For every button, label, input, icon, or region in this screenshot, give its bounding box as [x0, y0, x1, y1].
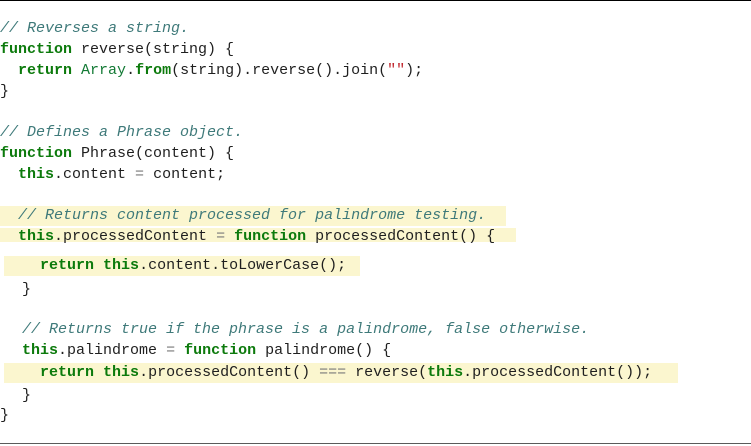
code-operator: =: [166, 342, 176, 359]
code-text: .: [126, 62, 136, 79]
code-text: (string).reverse().join(: [171, 62, 388, 79]
code-keyword: this: [18, 228, 55, 245]
code-comment: // Returns true if the phrase is a palin…: [22, 321, 590, 338]
code-text: [4, 364, 40, 381]
code-text: content;: [144, 166, 226, 183]
code-line: function reverse(string) {: [0, 41, 234, 59]
code-text: [72, 62, 81, 79]
code-keyword: this: [18, 166, 55, 183]
code-text: .content: [54, 166, 136, 183]
code-text: [94, 364, 103, 381]
code-operator: ===: [319, 364, 347, 381]
code-line: this.content = content;: [0, 166, 225, 184]
code-text: [0, 228, 18, 245]
code-text: [225, 228, 234, 245]
top-rule: [0, 0, 751, 1]
code-line: return this.content.toLowerCase();: [4, 257, 346, 275]
code-operator: =: [216, 228, 226, 245]
code-keyword: function: [184, 342, 257, 359]
code-text: processedContent() {: [306, 228, 496, 245]
bottom-rule: [0, 443, 751, 444]
code-keyword: return: [18, 62, 73, 79]
highlight-band: [0, 228, 516, 242]
code-line: return this.processedContent() === rever…: [4, 364, 652, 382]
code-comment: // Reverses a string.: [0, 20, 190, 37]
highlight-band: [4, 363, 678, 383]
code-text: );: [405, 62, 424, 79]
code-operator: =: [135, 166, 145, 183]
code-line: // Returns true if the phrase is a palin…: [4, 321, 589, 339]
code-keyword: from: [135, 62, 172, 79]
code-text: .content.toLowerCase();: [139, 257, 347, 274]
code-keyword: function: [234, 228, 307, 245]
code-text: reverse(: [346, 364, 428, 381]
code-text: }: [4, 281, 32, 298]
code-text: [0, 207, 18, 224]
code-keyword: return: [40, 257, 95, 274]
code-line: return Array.from(string).reverse().join…: [0, 62, 423, 80]
code-text: }: [4, 387, 32, 404]
code-line: }: [4, 281, 31, 299]
code-text: }: [0, 407, 10, 424]
highlight-band: [0, 206, 506, 226]
code-keyword: this: [103, 364, 140, 381]
code-keyword: this: [427, 364, 464, 381]
code-text: [94, 257, 103, 274]
code-text: .processedContent: [54, 228, 217, 245]
code-text: .processedContent());: [463, 364, 653, 381]
code-comment: // Defines a Phrase object.: [0, 124, 244, 141]
code-keyword: this: [103, 257, 140, 274]
code-line: // Defines a Phrase object.: [0, 124, 243, 142]
code-text: [0, 62, 18, 79]
code-keyword: function: [0, 145, 73, 162]
code-keyword: function: [0, 41, 73, 58]
code-text: [4, 321, 22, 338]
code-line: }: [0, 83, 9, 101]
code-line: this.palindrome = function palindrome() …: [4, 342, 391, 360]
code-text: Phrase(content) {: [72, 145, 235, 162]
code-line: // Returns content processed for palindr…: [0, 207, 486, 225]
code-keyword: return: [40, 364, 95, 381]
highlight-band: [4, 256, 360, 276]
code-text: [0, 166, 18, 183]
code-keyword: this: [22, 342, 59, 359]
code-text: [4, 342, 22, 359]
code-text: reverse(string) {: [72, 41, 235, 58]
code-builtin: Array: [81, 62, 127, 79]
code-text: [4, 257, 40, 274]
code-text: .palindrome: [58, 342, 167, 359]
code-line: }: [4, 387, 31, 405]
code-text: .processedContent(): [139, 364, 320, 381]
code-comment: // Returns content processed for palindr…: [18, 207, 487, 224]
code-line: function Phrase(content) {: [0, 145, 234, 163]
code-line: }: [0, 407, 9, 425]
code-line: // Reverses a string.: [0, 20, 189, 38]
code-text: palindrome() {: [256, 342, 392, 359]
code-text: }: [0, 83, 10, 100]
code-line: this.processedContent = function process…: [0, 228, 495, 246]
code-text: [175, 342, 184, 359]
code-string: "": [387, 62, 406, 79]
